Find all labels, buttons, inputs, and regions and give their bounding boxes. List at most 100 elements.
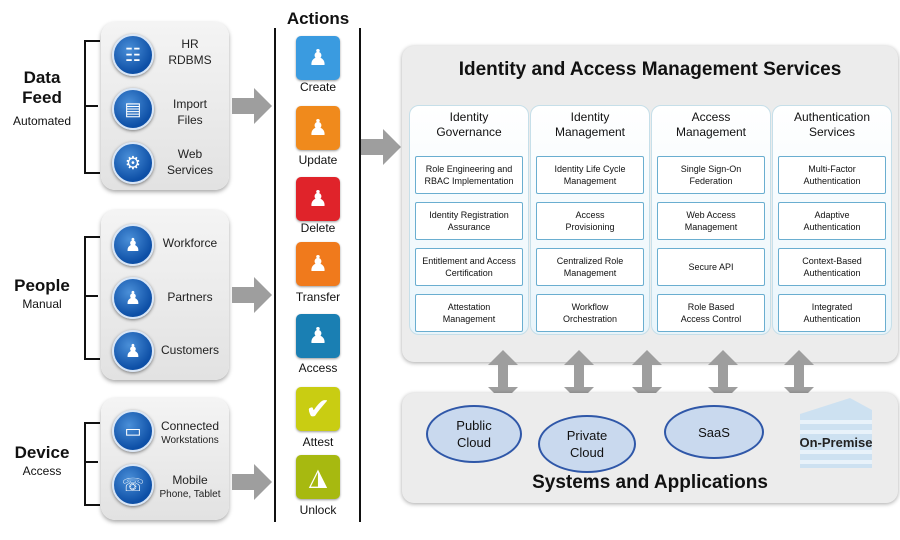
column-heading-line2: Services (808, 125, 855, 139)
private-cloud-line1: Private (566, 428, 608, 443)
on-premise-label: On-Premise (799, 435, 873, 450)
customers-icon: ♟ (112, 330, 154, 372)
workforce-label: Workforce (162, 236, 218, 250)
arrow-right-icon (361, 129, 401, 165)
data-feed-title-line1: Data (23, 68, 61, 87)
data-feed-bracket (84, 40, 100, 174)
column-heading-line2: Management (554, 125, 626, 139)
import-files-item: ▤ Import Files (112, 88, 228, 130)
create-icon: ♟ (296, 36, 340, 80)
building-icon (800, 398, 872, 468)
double-arrow-icon (784, 350, 814, 402)
partners-icon: ♟ (112, 277, 154, 319)
device-bracket-mid (84, 461, 98, 463)
public-cloud-line2: Cloud (457, 435, 491, 450)
gears-icon: ⚙ (112, 142, 154, 184)
hr-rdbms-label-2: RDBMS (168, 53, 212, 67)
partners-label: Partners (167, 290, 213, 304)
iam-services-title: Identity and Access Management Services (458, 59, 842, 80)
access-icon: ♟ (296, 314, 340, 358)
customers-item: ♟ Customers (112, 330, 228, 372)
users-icon: ♟ (112, 224, 154, 266)
identity-governance-column: Identity Governance Role Engineering and… (409, 105, 529, 335)
workstations-sub: Workstations (161, 435, 219, 446)
import-files-label-1: Import (172, 97, 207, 111)
actions-divider-right (359, 28, 361, 522)
phone-icon: ☏ (112, 464, 154, 506)
import-files-label-2: Files (177, 113, 203, 127)
database-icon: ☷ (112, 34, 154, 76)
data-feed-title-line2: Feed (22, 88, 62, 107)
unlock-icon: ◮ (296, 455, 340, 499)
column-heading-line1: Authentication (793, 110, 871, 124)
web-services-label-2: Services (166, 163, 213, 177)
partners-item: ♟ Partners (112, 277, 228, 319)
arrow-right-icon (232, 277, 272, 313)
monitor-icon: ▭ (112, 410, 154, 452)
double-arrow-icon (632, 350, 662, 402)
delete-label: Delete (300, 221, 336, 235)
column-heading-line2: Management (675, 125, 747, 139)
mobile-item: ☏ Mobile Phone, Tablet (112, 464, 228, 506)
data-feed-bracket-mid (84, 105, 98, 107)
transfer-icon: ♟ (296, 242, 340, 286)
device-title: Device (14, 443, 70, 462)
device-subtitle: Access (22, 464, 62, 478)
data-feed-title: Data Feed (0, 68, 84, 108)
update-label: Update (298, 153, 338, 167)
hr-rdbms-item: ☷ HR RDBMS (112, 34, 228, 76)
double-arrow-icon (488, 350, 518, 402)
workstations-item: ▭ Connected Workstations (112, 410, 228, 452)
arrow-right-icon (232, 88, 272, 124)
people-subtitle: Manual (22, 297, 62, 311)
web-services-item: ⚙ Web Services (112, 142, 228, 184)
column-heading-line2: Governance (436, 125, 502, 139)
device-bracket (84, 422, 100, 506)
update-icon: ♟ (296, 106, 340, 150)
actions-title: Actions (286, 9, 350, 28)
delete-icon: ♟ (296, 177, 340, 221)
saas-cloud: SaaS (664, 405, 764, 459)
arrow-right-icon (232, 464, 272, 500)
mobile-label: Mobile (172, 473, 208, 487)
checkmark-icon: ✔ (296, 387, 340, 431)
people-title: People (14, 276, 70, 295)
workstations-label: Connected (160, 419, 220, 433)
create-label: Create (299, 80, 337, 94)
customers-label: Customers (160, 343, 219, 357)
document-icon: ▤ (112, 88, 154, 130)
attest-label: Attest (302, 435, 334, 449)
column-heading-line1: Identity (449, 110, 489, 124)
systems-title: Systems and Applications (532, 472, 768, 493)
private-cloud-line2: Cloud (570, 445, 604, 460)
saas-label: SaaS (698, 424, 730, 440)
public-cloud-line1: Public (456, 418, 492, 433)
column-heading-line1: Access (691, 110, 731, 124)
hr-rdbms-label-1: HR (181, 37, 199, 51)
service-box: Secure API (657, 248, 765, 286)
double-arrow-icon (708, 350, 738, 402)
access-label: Access (298, 361, 338, 375)
people-bracket-mid (84, 295, 98, 297)
transfer-label: Transfer (295, 290, 341, 304)
actions-divider-left (274, 28, 276, 522)
workforce-item: ♟ Workforce (112, 224, 228, 266)
unlock-label: Unlock (299, 503, 337, 517)
